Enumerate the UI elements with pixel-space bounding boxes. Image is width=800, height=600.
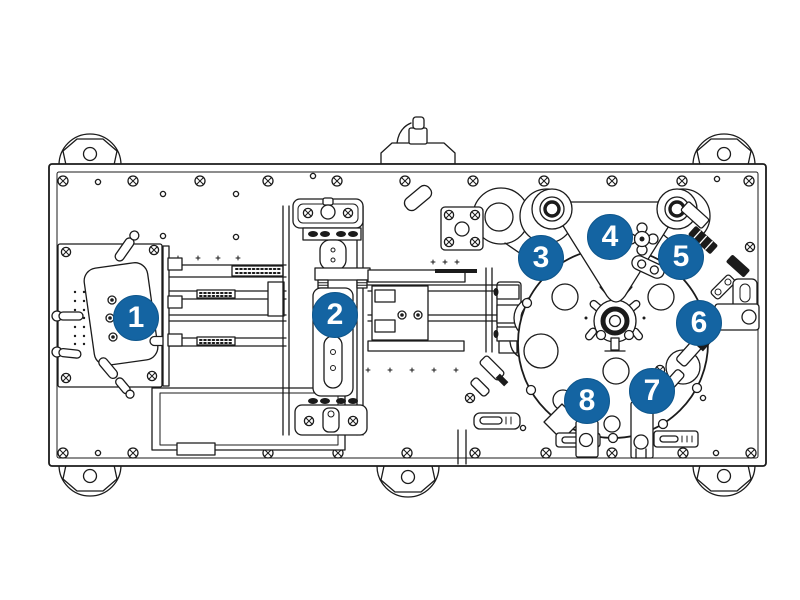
toggle-clamp-left-lower — [51, 346, 82, 359]
motor-and-blower — [403, 184, 541, 268]
callout-label: 8 — [578, 384, 596, 417]
callout-badge-2[interactable]: 2 — [312, 292, 358, 338]
callout-badge-4[interactable]: 4 — [587, 214, 633, 260]
toggle-clamp-top — [114, 230, 140, 262]
callout-badge-8[interactable]: 8 — [564, 378, 610, 424]
cam-clamp — [631, 255, 665, 279]
callout-badge-7[interactable]: 7 — [629, 368, 675, 414]
linear-rail-assembly — [162, 245, 287, 387]
machine-feet — [58, 116, 756, 498]
callout-badge-6[interactable]: 6 — [676, 300, 722, 346]
callout-badge-1[interactable]: 1 — [113, 295, 159, 341]
callout-label: 2 — [326, 298, 344, 331]
callout-label: 7 — [643, 374, 661, 407]
toggle-clamp-bottom — [98, 357, 135, 399]
callout-badge-5[interactable]: 5 — [658, 234, 704, 280]
station-7-bracket — [630, 401, 699, 459]
callout-badge-3[interactable]: 3 — [518, 235, 564, 281]
toggle-clamp-left — [51, 310, 84, 322]
callout-label: 6 — [690, 306, 708, 339]
callout-label: 4 — [601, 220, 619, 253]
callout-label: 3 — [532, 241, 550, 274]
callout-label: 5 — [672, 240, 690, 273]
callout-label: 1 — [127, 301, 145, 334]
